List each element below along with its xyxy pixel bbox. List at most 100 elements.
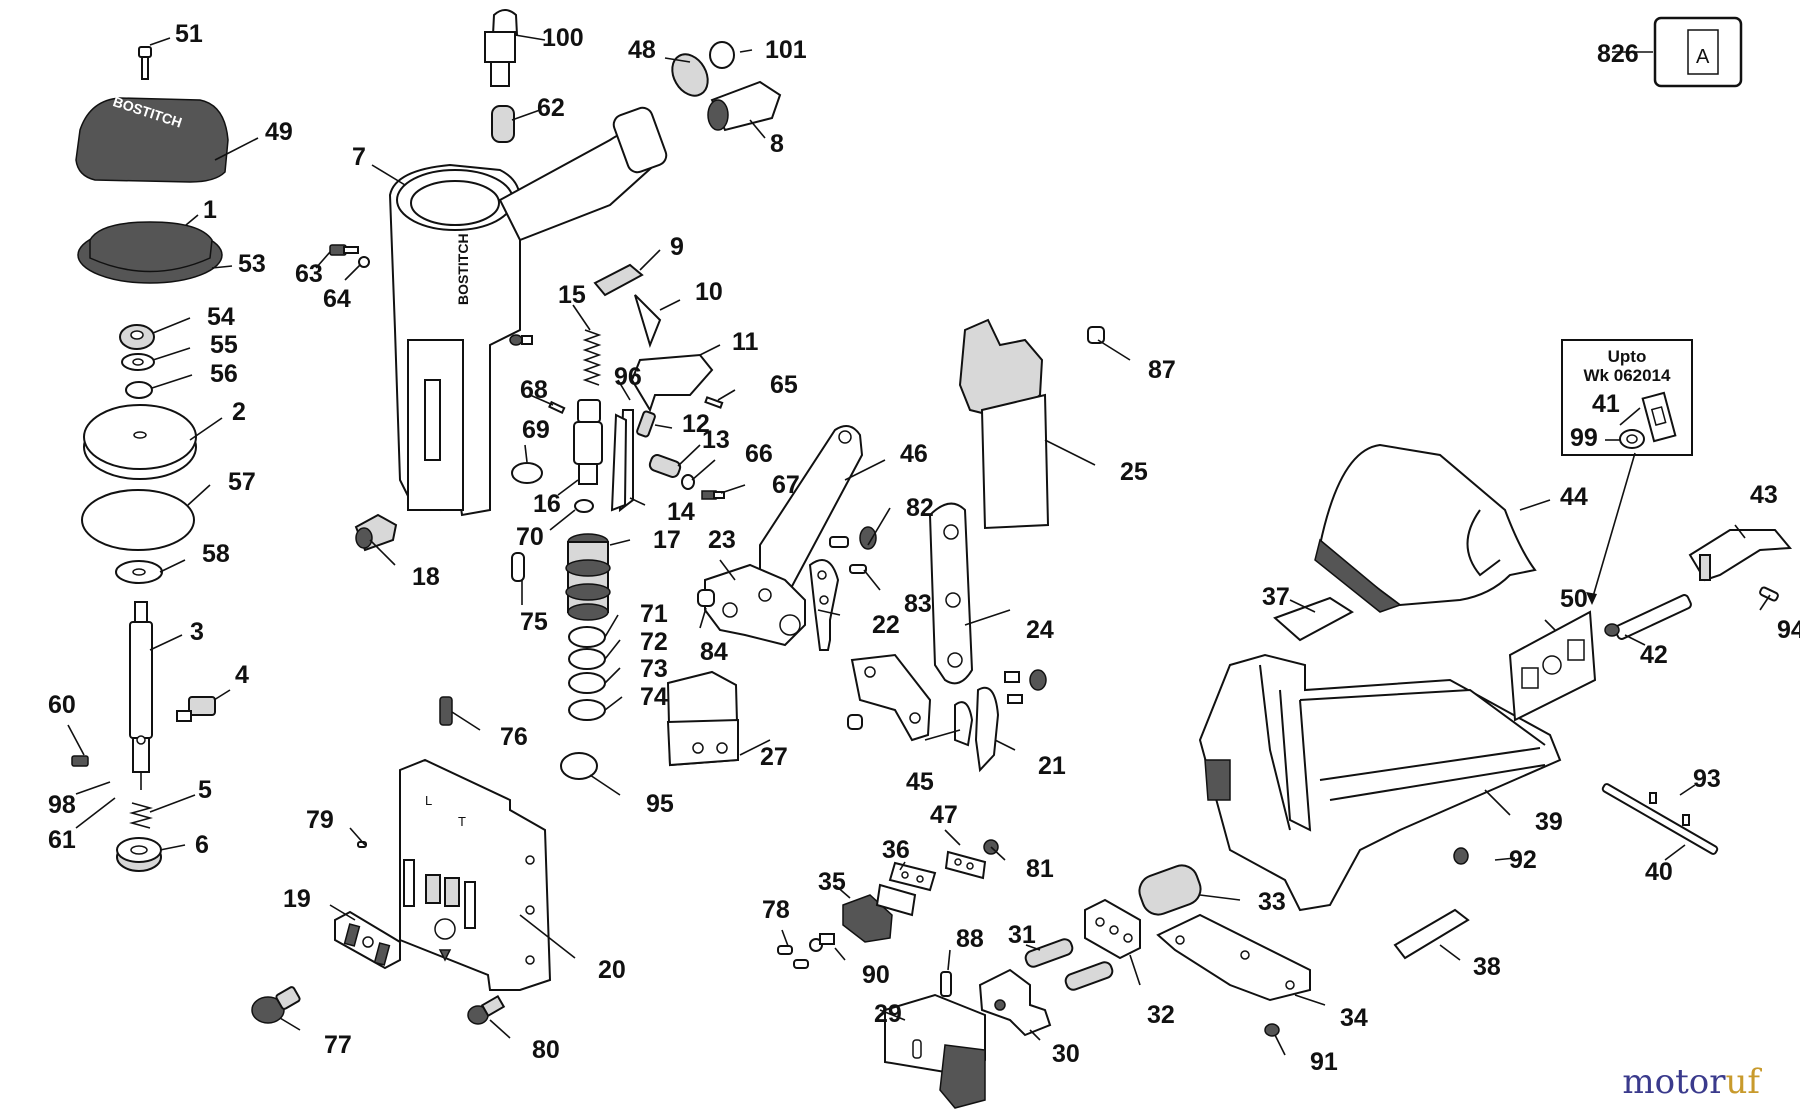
part-label-1: 1 [203,196,217,224]
part-label-13: 13 [702,426,730,454]
part-82-screw [829,526,877,550]
part-label-2: 2 [232,398,246,426]
part-60-screw [71,755,89,767]
part-29-block [884,993,986,1109]
part-48-filter [671,53,709,97]
part-22-cam [808,559,840,651]
part-90-screw [809,933,835,952]
part-label-4: 4 [235,661,249,689]
part-91-screw [1264,1023,1280,1037]
part-label-93: 93 [1693,765,1721,793]
part-27-block [666,670,740,767]
part-label-27: 27 [760,743,788,771]
tag-letter: A [1696,46,1710,68]
part-78-pin [777,945,793,955]
part-99-washer [1619,429,1645,449]
part-label-35: 35 [818,868,846,896]
part-label-17: 17 [653,526,681,554]
part-3-driver [129,601,153,790]
part-18-nozzle [354,513,398,552]
part-label-24: 24 [1026,616,1054,644]
part-label-34: 34 [1340,1004,1368,1032]
part-label-11: 11 [732,328,759,356]
part-label-49: 49 [265,118,293,146]
part-label-9: 9 [670,233,684,261]
part-23-bracket [704,563,806,647]
part-label-33: 33 [1258,888,1286,916]
part-label-90: 90 [862,961,890,989]
part-41-plate [1641,391,1677,443]
part-51-screw [138,46,152,80]
part-45b-plates [954,686,1000,773]
part-20-plate: L T [399,758,552,991]
part-label-76: 76 [500,723,528,751]
part-label-47: 47 [930,801,958,829]
part-16-valve [573,399,603,485]
part-label-62: 62 [537,94,565,122]
part-80-screw [467,994,506,1025]
part-43-latch [1688,529,1793,582]
part-84-pin [697,589,715,607]
part-label-15: 15 [558,281,586,309]
part-50-plate [1508,610,1597,722]
part-label-50: 50 [1560,585,1588,613]
part-67-screw [701,490,725,500]
watermark-part2: uf [1725,1062,1760,1102]
part-label-75: 75 [520,608,548,636]
part-label-29: 29 [874,1000,902,1028]
inset-box: Upto Wk 062014 [1561,339,1693,605]
part-label-6: 6 [195,831,209,859]
part-label-30: 30 [1052,1040,1080,1068]
part-label-41: 41 [1592,390,1620,418]
part-label-83: 83 [904,590,932,618]
part-70-oring [574,499,594,513]
part-label-7: 7 [352,143,366,171]
part-88-pin [940,971,952,997]
part-label-31: 31 [1008,921,1036,949]
part-label-70: 70 [516,523,544,551]
part-49-cap: BOSTITCH [75,93,229,183]
part-31-spring [1024,938,1074,968]
part-2-piston [83,404,197,480]
part-63-screw [329,244,359,256]
part-6-collar [116,837,162,872]
part-92-screw [1453,847,1469,865]
part-5-spring [129,802,153,829]
part-101-ring [709,41,735,69]
part-55-washer [121,353,155,371]
part-71-74-orings [568,626,606,721]
part-40-rod [1601,783,1719,855]
part-label-826: 826 [1597,40,1639,68]
part-10-plate [634,294,662,349]
part-label-37: 37 [1262,583,1290,611]
part-label-20: 20 [598,956,626,984]
part-label-14: 14 [667,498,695,526]
part-66-oring [681,474,695,490]
part-label-92: 92 [1509,846,1537,874]
part-44-cover [1314,443,1537,613]
part-54-nut [119,324,155,350]
part-label-38: 38 [1473,953,1501,981]
part-64-washer [358,256,370,268]
part-31b-spring [1064,961,1114,991]
part-11-trigger [630,353,714,413]
part-4-bushing [176,696,216,722]
part-label-44: 44 [1560,483,1588,511]
part-label-98: 98 [48,791,76,819]
part-label-88: 88 [956,925,984,953]
part-label-54: 54 [207,303,235,331]
leader-lines [67,34,1771,1056]
part-1-cover [77,221,223,284]
part-32-block [1084,898,1141,960]
part-19-plate [334,910,401,970]
part-label-19: 19 [283,885,311,913]
part-37-clip [1273,596,1354,642]
part-9-block [593,263,644,297]
part-label-73: 73 [640,655,668,683]
part-label-48: 48 [628,36,656,64]
part-label-18: 18 [412,563,440,591]
part-56-oring [125,381,153,399]
part-label-46: 46 [900,440,928,468]
part-78b-pin [793,959,809,969]
